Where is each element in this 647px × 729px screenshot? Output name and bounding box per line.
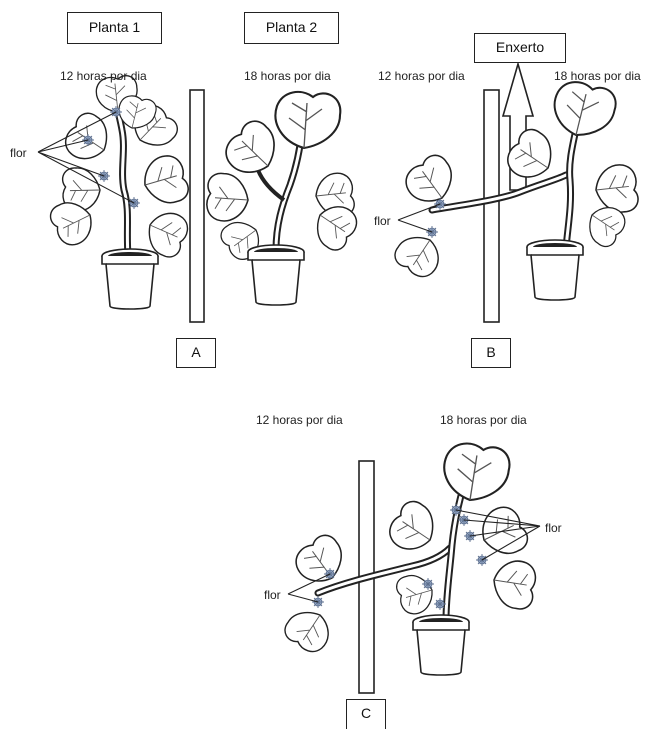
plant2-label-box: Planta 2 — [244, 12, 339, 44]
flower-label-b: flor — [374, 214, 391, 228]
photoperiod-label-c-long: 18 horas por dia — [440, 413, 527, 427]
panel-a-plant2 — [207, 92, 362, 305]
photoperiod-label-b-long: 18 horas por dia — [554, 69, 641, 83]
graft-label-box: Enxerto — [474, 33, 566, 63]
panel-label-b: B — [471, 338, 511, 368]
photoperiod-label-a-short: 12 horas por dia — [60, 69, 147, 83]
panel-label-c: C — [346, 699, 386, 729]
flower-label-c-left: flor — [264, 588, 281, 602]
panel-b-grafted-plants — [390, 64, 641, 322]
photoperiod-label-b-short: 12 horas por dia — [378, 69, 465, 83]
panel-a-plant1 — [38, 73, 193, 309]
light-barrier-a — [190, 90, 204, 322]
plant1-label-box: Planta 1 — [67, 12, 162, 44]
flower-label-a: flor — [10, 146, 27, 160]
photoperiod-label-a-long: 18 horas por dia — [244, 69, 331, 83]
flower-label-c-right: flor — [545, 521, 562, 535]
panel-label-a: A — [176, 338, 216, 368]
panel-c-grafted-plants — [280, 442, 540, 693]
light-barrier-b — [484, 90, 499, 322]
photoperiod-label-c-short: 12 horas por dia — [256, 413, 343, 427]
